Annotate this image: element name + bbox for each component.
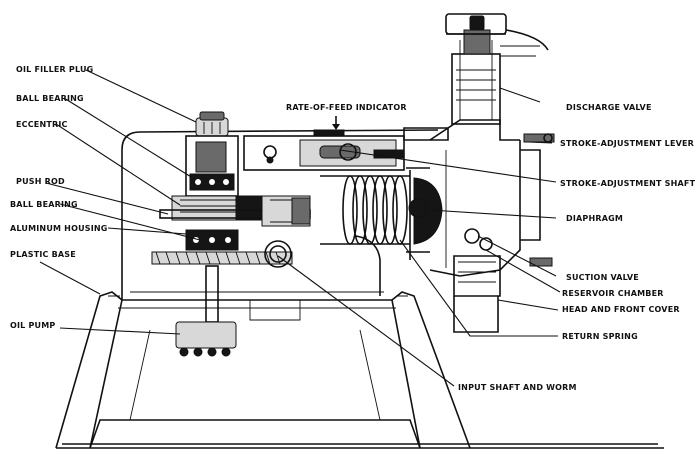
- oil-pump: [175, 265, 237, 357]
- plastic-base: [55, 291, 664, 449]
- label-eccentric: ECCENTRIC: [16, 120, 68, 129]
- upper-bearing-block: [185, 135, 239, 197]
- diaphragm: [406, 167, 443, 260]
- rate-of-feed-indicator: [313, 116, 345, 136]
- label-suction-valve: SUCTION VALVE: [566, 273, 639, 282]
- label-push-rod: PUSH ROD: [16, 177, 65, 186]
- label-reservoir-chamber: RESERVOIR CHAMBER: [562, 289, 664, 298]
- discharge-valve: [445, 13, 549, 125]
- label-rate-of-feed-indicator: RATE-OF-FEED INDICATOR: [286, 103, 407, 112]
- label-head-and-front-cover: HEAD AND FRONT COVER: [562, 305, 680, 314]
- eccentric: [171, 195, 263, 221]
- label-ball-bearing-lower: BALL BEARING: [10, 200, 78, 209]
- leader-lines: [39, 69, 561, 387]
- head-and-front-cover: [429, 119, 555, 277]
- label-stroke-adjustment-shaft: STROKE-ADJUSTMENT SHAFT: [560, 179, 695, 188]
- oil-filler-plug: [195, 111, 229, 137]
- label-input-shaft-and-worm: INPUT SHAFT AND WORM: [458, 383, 577, 392]
- label-oil-filler-plug: OIL FILLER PLUG: [16, 65, 93, 74]
- label-ball-bearing-top: BALL BEARING: [16, 94, 84, 103]
- suction-valve: [453, 228, 501, 333]
- label-discharge-valve: DISCHARGE VALVE: [566, 103, 652, 112]
- label-return-spring: RETURN SPRING: [562, 332, 638, 341]
- label-oil-pump: OIL PUMP: [10, 321, 55, 330]
- label-plastic-base: PLASTIC BASE: [10, 250, 76, 259]
- label-aluminum-housing: ALUMINUM HOUSING: [10, 224, 108, 233]
- stroke-adjustment-assembly: [243, 127, 449, 171]
- label-stroke-adjustment-lever: STROKE-ADJUSTMENT LEVER: [560, 139, 694, 148]
- label-group-left: OIL FILLER PLUG BALL BEARING ECCENTRIC P…: [10, 65, 108, 330]
- label-group-right: RATE-OF-FEED INDICATOR DISCHARGE VALVE S…: [286, 103, 695, 392]
- return-spring: [320, 175, 410, 245]
- input-shaft-and-worm: [151, 229, 293, 268]
- label-diaphragm: DIAPHRAGM: [566, 214, 623, 223]
- push-rod: [159, 195, 311, 227]
